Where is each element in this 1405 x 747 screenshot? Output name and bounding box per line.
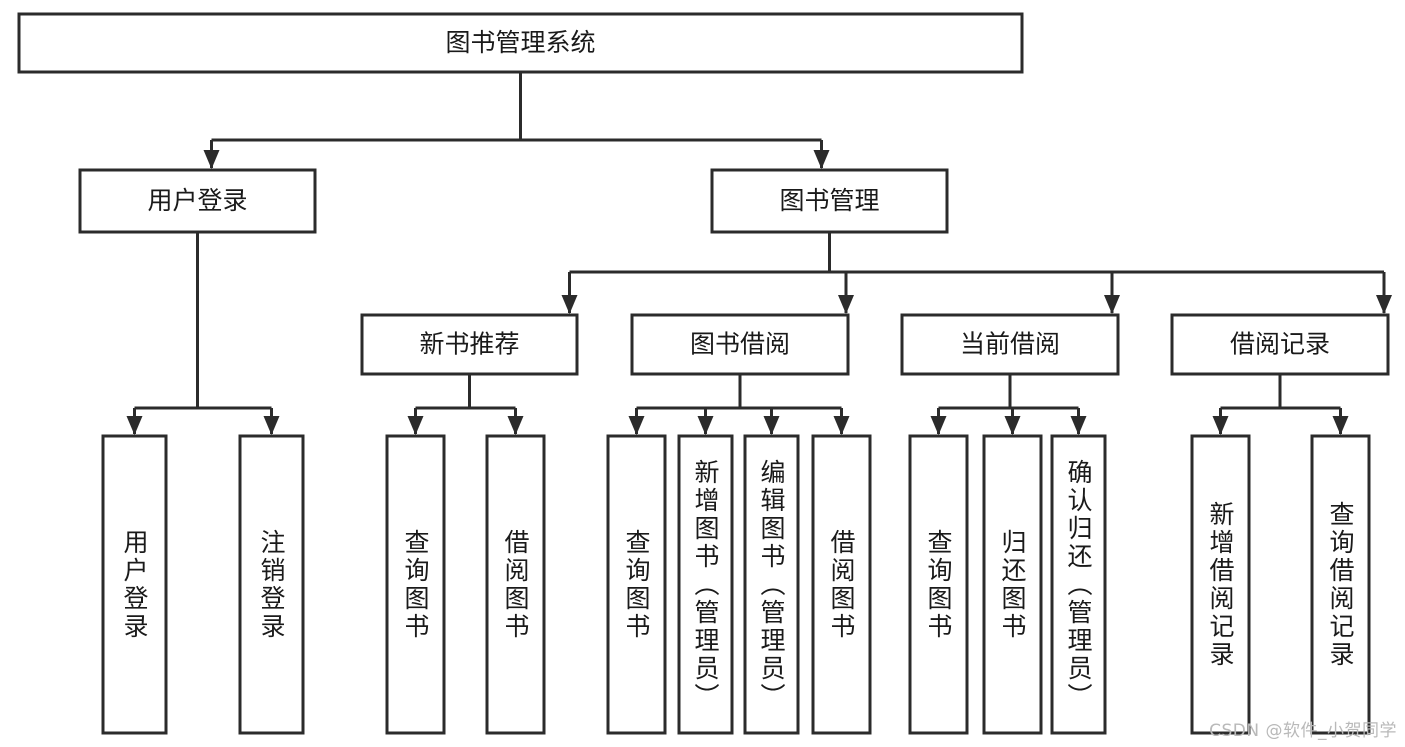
node-box-leaf-0[interactable] bbox=[101, 434, 168, 735]
node-label-level1-0: 用户登录 bbox=[147, 186, 247, 215]
arrow-head-icon bbox=[1212, 416, 1229, 435]
node-box-level2-2[interactable] bbox=[900, 313, 1120, 376]
node-box-leaf-4[interactable] bbox=[606, 434, 667, 735]
node-label-level2-1: 图书借阅 bbox=[690, 330, 790, 359]
node-boxes[interactable] bbox=[17, 12, 1390, 735]
node-box-leaf-3[interactable] bbox=[485, 434, 546, 735]
node-box-leaf-1[interactable] bbox=[238, 434, 305, 735]
arrow-head-icon bbox=[1004, 416, 1021, 435]
node-box-leaf-12[interactable] bbox=[1310, 434, 1371, 735]
node-box-leaf-6[interactable] bbox=[743, 434, 800, 735]
node-label-level2-3: 借阅记录 bbox=[1230, 330, 1330, 359]
node-box-leaf-5[interactable] bbox=[677, 434, 734, 735]
arrow-head-icon bbox=[126, 416, 143, 435]
arrow-head-icon bbox=[1332, 416, 1349, 435]
node-label-level2-0: 新书推荐 bbox=[419, 330, 519, 359]
watermark-text: CSDN @软件_小贺同学 bbox=[1209, 721, 1397, 741]
arrow-head-icon bbox=[1376, 295, 1392, 314]
node-box-root[interactable] bbox=[17, 12, 1024, 74]
node-box-leaf-8[interactable] bbox=[908, 434, 969, 735]
arrow-head-icon bbox=[833, 416, 850, 435]
node-box-level2-1[interactable] bbox=[630, 313, 850, 376]
arrow-head-icon bbox=[1070, 416, 1087, 435]
arrow-head-icon bbox=[697, 416, 714, 435]
node-box-level2-3[interactable] bbox=[1170, 313, 1390, 376]
arrow-head-icon bbox=[1104, 295, 1120, 314]
arrow-head-icon bbox=[628, 416, 645, 435]
arrow-head-icon bbox=[407, 416, 424, 435]
arrow-head-icon bbox=[561, 295, 578, 314]
connector-lines bbox=[126, 72, 1392, 435]
arrow-head-icon bbox=[838, 295, 854, 314]
node-box-level1-0[interactable] bbox=[78, 168, 317, 234]
node-label-level1-1: 图书管理 bbox=[779, 186, 879, 215]
node-box-level1-1[interactable] bbox=[710, 168, 949, 234]
arrow-head-icon bbox=[203, 150, 220, 169]
arrow-head-icon bbox=[813, 150, 830, 169]
arrow-head-icon bbox=[263, 416, 280, 435]
arrow-head-icon bbox=[763, 416, 780, 435]
arrow-head-icon bbox=[507, 416, 524, 435]
node-box-leaf-7[interactable] bbox=[811, 434, 872, 735]
node-box-leaf-11[interactable] bbox=[1190, 434, 1251, 735]
node-box-level2-0[interactable] bbox=[360, 313, 579, 376]
node-label-root: 图书管理系统 bbox=[445, 28, 595, 57]
node-label-level2-2: 当前借阅 bbox=[960, 330, 1060, 359]
arrow-head-icon bbox=[930, 416, 947, 435]
node-box-leaf-2[interactable] bbox=[385, 434, 446, 735]
node-box-leaf-9[interactable] bbox=[982, 434, 1043, 735]
node-box-leaf-10[interactable] bbox=[1050, 434, 1107, 735]
